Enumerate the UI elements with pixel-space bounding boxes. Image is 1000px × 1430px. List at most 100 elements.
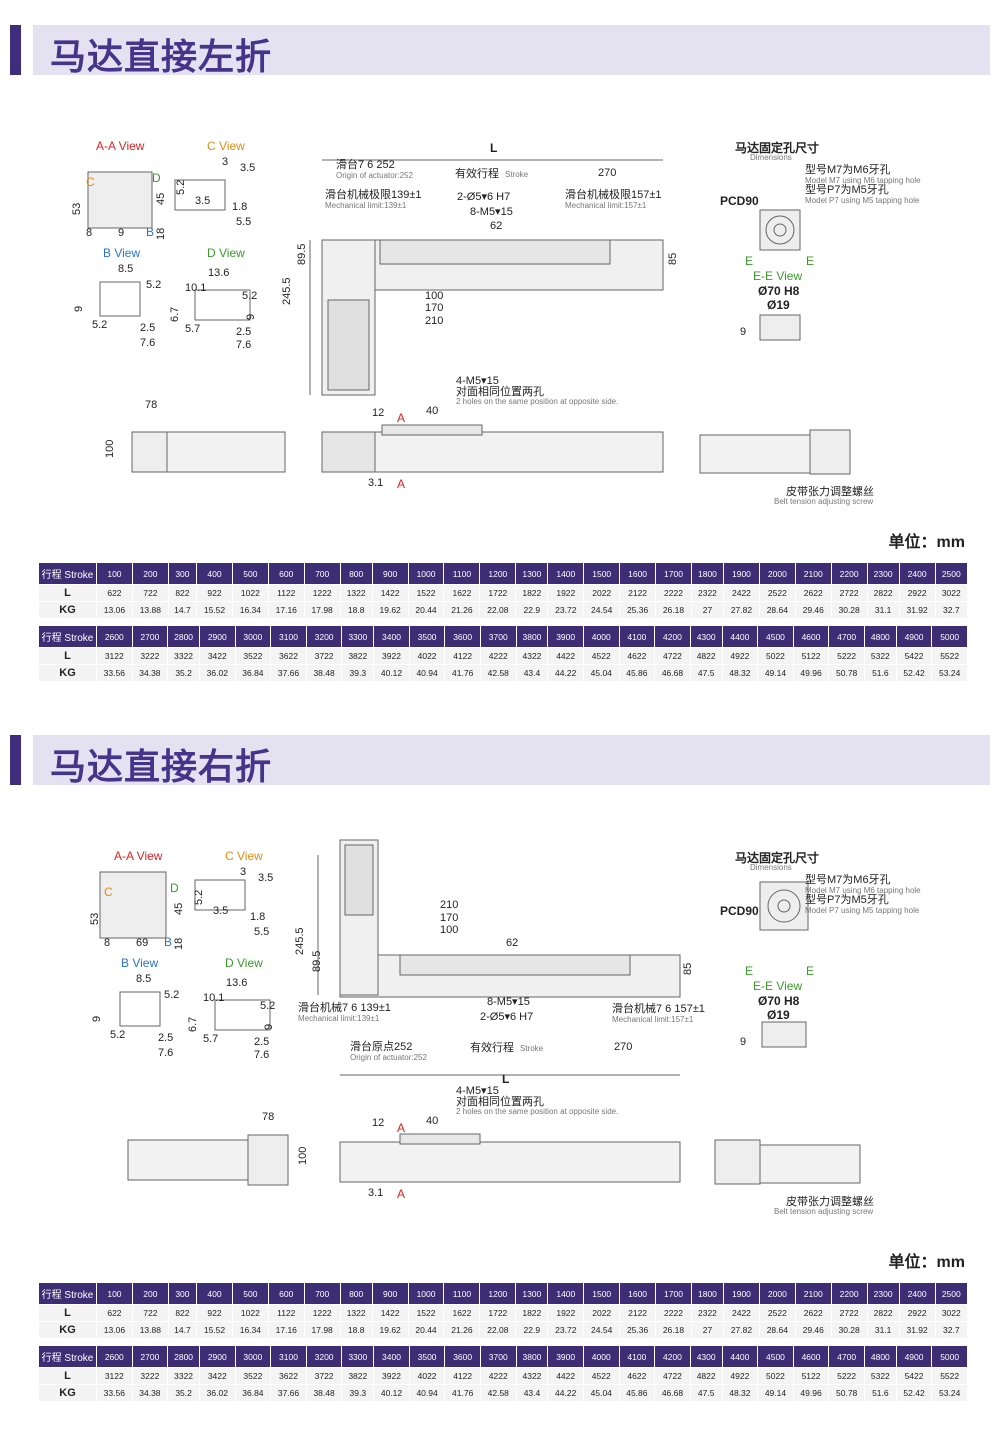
table-cell: 40.12 (373, 1384, 410, 1402)
dimension: 62 (490, 220, 503, 232)
note: 2-Ø5▾6 H7 (480, 1011, 534, 1023)
table-cell: 35.2 (167, 664, 200, 682)
table-cell: 3800 (515, 625, 549, 648)
table-cell: 4900 (895, 1345, 933, 1368)
note: Stroke (520, 1044, 544, 1053)
dimension-drawing (99, 839, 861, 1186)
dimension: 3 (240, 866, 247, 878)
table-cell: 1200 (479, 1282, 517, 1305)
dimension: 100 (425, 290, 444, 302)
table-cell: 22.9 (515, 601, 549, 619)
dimension: 40 (426, 1115, 439, 1127)
note: Mechanical limit:139±1 (325, 201, 407, 210)
table-cell: 4422 (547, 647, 584, 665)
table-cell: 24.54 (583, 1321, 621, 1339)
dimension: Ø19 (767, 1008, 790, 1022)
table-cell: 2722 (830, 584, 868, 602)
table-cell: 2322 (690, 1304, 725, 1322)
table-cell: 17.98 (303, 601, 341, 619)
dimension: 245.5 (294, 927, 306, 955)
table-cell: 38.48 (305, 664, 343, 682)
table-cell: 17.16 (267, 1321, 305, 1339)
note: 滑台机械极限139±1 (325, 189, 422, 201)
table-cell: 1000 (407, 1282, 445, 1305)
view-title: B View (103, 246, 141, 260)
table-cell: 3222 (131, 1367, 169, 1385)
table-cell: 2000 (758, 1282, 796, 1305)
note: 型号P7为M5牙孔 (805, 184, 889, 196)
section-marker: E (745, 964, 754, 978)
row-label: KG (38, 601, 97, 619)
table-cell: 1600 (619, 1282, 657, 1305)
note: 滑台机械7 6 139±1 (298, 1002, 391, 1014)
table-cell: 1922 (547, 584, 585, 602)
table-cell: 2900 (199, 625, 236, 648)
table-cell: 1522 (407, 1304, 445, 1322)
table-cell: 1500 (583, 1282, 621, 1305)
table-cell: 41.76 (444, 1384, 481, 1402)
table-cell: 5122 (792, 1367, 830, 1385)
table-cell: 13.88 (131, 1321, 169, 1339)
table-cell: 32.7 (934, 1321, 969, 1339)
dimension: 3.1 (368, 477, 384, 489)
table-cell: 3122 (96, 647, 133, 665)
dimension: 5.5 (236, 216, 252, 228)
table-cell: 2200 (830, 562, 868, 585)
table-cell: 1700 (655, 1282, 692, 1305)
note: 8-M5▾15 (470, 206, 513, 218)
table-cell: 1622 (443, 1304, 481, 1322)
table-cell: 622 (96, 1304, 133, 1322)
table-cell: 4122 (444, 647, 481, 665)
table-cell: 1100 (443, 562, 481, 585)
marker: C (104, 885, 113, 899)
table-cell: 1022 (231, 584, 269, 602)
table-cell: 4700 (828, 1345, 865, 1368)
table-cell: 3722 (305, 1367, 343, 1385)
note: 滑台原点252 (350, 1041, 413, 1053)
table-cell: 51.6 (863, 664, 897, 682)
row-label: 行程 Stroke (38, 1345, 97, 1368)
motor-title: 马达固定孔尺寸 (735, 141, 820, 155)
unit-label: 单位：mm (888, 534, 965, 551)
section-marker: E (806, 964, 815, 978)
row-label: 行程 Stroke (38, 1282, 97, 1305)
table-cell: 2800 (167, 1345, 200, 1368)
table-cell: 1022 (231, 1304, 269, 1322)
table-cell: 5000 (931, 1345, 968, 1368)
dimension: 5.2 (110, 1029, 126, 1041)
table-cell: 3622 (270, 1367, 307, 1385)
marker: D (170, 881, 179, 895)
section-marker: E (806, 254, 815, 268)
table-cell: 2222 (655, 584, 692, 602)
table-cell: 20.44 (407, 601, 445, 619)
dimension: 78 (262, 1111, 275, 1123)
note: 滑台7 6 252 (336, 159, 395, 171)
table-cell: 50.78 (828, 1384, 865, 1402)
note: 滑台机械7 6 157±1 (612, 1003, 705, 1015)
dimension: 7.6 (158, 1047, 174, 1059)
table-cell: 2722 (830, 1304, 868, 1322)
table-cell: 1722 (479, 584, 517, 602)
note: Mechanical limit:157±1 (612, 1015, 694, 1024)
table-cell: 17.98 (303, 1321, 341, 1339)
table-cell: 5322 (863, 1367, 897, 1385)
table-cell: 1000 (407, 562, 445, 585)
table-cell: 1300 (515, 1282, 549, 1305)
table-cell: 39.3 (341, 1384, 375, 1402)
dimension: 100 (297, 1146, 309, 1165)
table-cell: 49.96 (792, 664, 830, 682)
table-cell: 1122 (267, 1304, 305, 1322)
table-cell: 28.64 (758, 1321, 796, 1339)
section-marker (10, 735, 21, 785)
table-cell: 1822 (515, 584, 549, 602)
table-cell: 500 (231, 1282, 269, 1305)
marker: A (397, 411, 406, 425)
table-cell: 18.8 (339, 601, 373, 619)
table-cell: 46.68 (654, 1384, 691, 1402)
dimension: 5.2 (164, 989, 180, 1001)
table-cell: 44.22 (547, 1384, 584, 1402)
table-cell: 622 (96, 584, 133, 602)
table-cell: 3200 (305, 1345, 343, 1368)
table-cell: 600 (267, 1282, 305, 1305)
